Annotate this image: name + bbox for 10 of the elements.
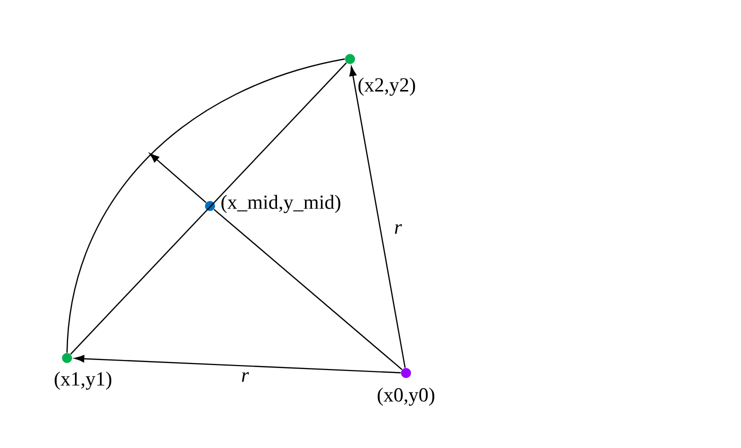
arrow: [74, 355, 401, 374]
point-label: (x2,y2): [358, 78, 416, 96]
point-label: (x_mid,y_mid): [221, 194, 340, 214]
line: [214, 208, 402, 370]
point-label: (x0,y0): [378, 388, 434, 406]
point-label: (x1,y1): [54, 372, 112, 390]
edge-label: r: [240, 370, 250, 384]
edge-label: r: [392, 222, 404, 236]
arrow: [349, 66, 406, 368]
arrow: [150, 153, 206, 203]
